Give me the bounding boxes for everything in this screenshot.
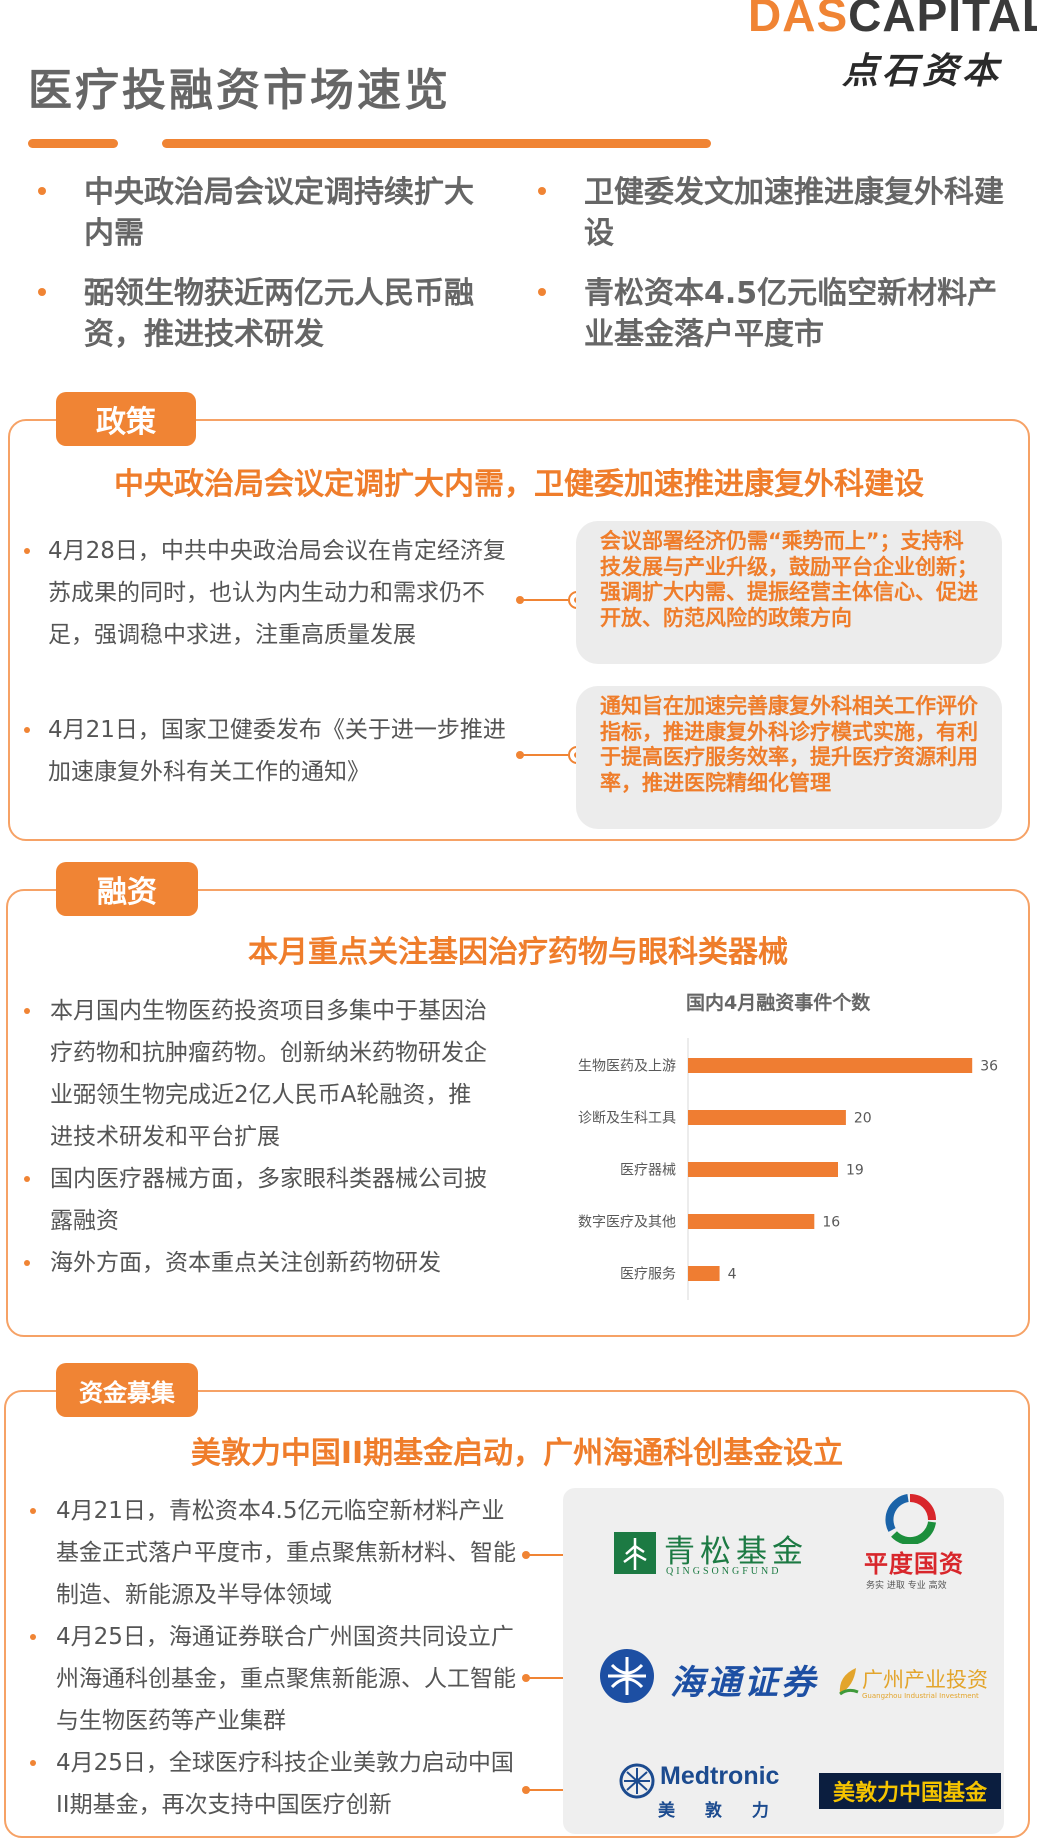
pingdu-guozi-logo: 平度国资 务实 进取 专业 高效 bbox=[860, 1494, 963, 1598]
data-label: 16 bbox=[822, 1215, 840, 1231]
category-label: 医疗器械 bbox=[620, 1163, 676, 1179]
financing-section-title: 本月重点关注基因治疗药物与眼科类器械 bbox=[248, 935, 788, 970]
bar bbox=[688, 1058, 973, 1073]
category-label: 医疗服务 bbox=[620, 1267, 676, 1283]
highlight-item: 弼领生物获近两亿元人民币融资，推进技术研发 bbox=[84, 276, 474, 352]
connector-line bbox=[520, 599, 568, 601]
list-bullet bbox=[30, 1634, 36, 1640]
fundraising-item: 4月21日，青松资本4.5亿元临空新材料产业基金正式落户平度市，重点聚焦新材料、… bbox=[56, 1498, 516, 1608]
highlight-item: 卫健委发文加速推进康复外科建设 bbox=[584, 175, 1004, 251]
connector-dot bbox=[516, 596, 524, 604]
fundraising-item: 4月25日，全球医疗科技企业美敦力启动中国II期基金，再次支持中国医疗创新 bbox=[56, 1750, 514, 1818]
qingsong-logo-en: QINGSONGFUND bbox=[666, 1566, 782, 1577]
highlight-bullet bbox=[538, 288, 546, 296]
connector-line bbox=[526, 1677, 578, 1679]
financing-item: 国内医疗器械方面，多家眼科类器械公司披露融资 bbox=[50, 1166, 487, 1234]
fundraising-tag: 资金募集 bbox=[56, 1363, 198, 1417]
highlight-bullet bbox=[538, 187, 546, 195]
policy-item-text: 4月21日，国家卫健委发布《关于进一步推进加速康复外科有关工作的通知》 bbox=[48, 717, 506, 785]
gz-logo-text: 广州产业投资 bbox=[862, 1668, 988, 1692]
medtronic-china-fund-logo: 美敦力中国基金 bbox=[819, 1773, 1001, 1809]
chart-title: 国内4月融资事件个数 bbox=[686, 992, 871, 1014]
policy-note-bubble: 通知旨在加速完善康复外科相关工作评价指标，推进康复外科诊疗模式实施，有利于提高医… bbox=[576, 686, 1002, 829]
highlight-item: 青松资本4.5亿元临空新材料产业基金落户平度市 bbox=[584, 276, 998, 352]
gz-logo-en: Guangzhou Industrial Investment bbox=[862, 1692, 979, 1700]
leaf-icon bbox=[839, 1668, 859, 1696]
brand-logo-en: DASCAPITAL bbox=[748, 0, 1037, 41]
pingdu-logo-text: 平度国资 bbox=[864, 1550, 964, 1578]
policy-note-bubble: 会议部署经济仍需“乘势而上”；支持科技发展与产业升级，鼓励平台企业创新；强调扩大… bbox=[576, 521, 1002, 664]
connector-line bbox=[520, 754, 568, 756]
financing-item: 海外方面，资本重点关注创新药物研发 bbox=[50, 1250, 441, 1276]
qingsong-logo-text: 青松基金 bbox=[664, 1534, 808, 1570]
page-title: 医疗投融资市场速览 bbox=[28, 65, 451, 116]
connector-line bbox=[526, 1554, 578, 1556]
list-bullet bbox=[30, 1508, 36, 1514]
medtronic-emblem-icon bbox=[619, 1763, 655, 1799]
pingdu-emblem-icon bbox=[885, 1494, 936, 1544]
list-bullet bbox=[30, 1760, 36, 1766]
list-bullet bbox=[24, 1260, 30, 1266]
medtronic-logo-cn: 美 敦 力 bbox=[658, 1801, 781, 1821]
highlight-bullet bbox=[38, 288, 46, 296]
connector-dot bbox=[522, 1551, 530, 1559]
financing-section: 本月重点关注基因治疗药物与眼科类器械 bbox=[6, 889, 1030, 1337]
pine-icon bbox=[614, 1532, 656, 1574]
policy-section-title: 中央政治局会议定调扩大内需，卫健委加速推进康复外科建设 bbox=[114, 467, 924, 502]
connector-dot bbox=[522, 1674, 530, 1682]
category-label: 诊断及生科工具 bbox=[578, 1111, 676, 1127]
list-bullet bbox=[24, 1008, 30, 1014]
bar bbox=[688, 1162, 838, 1177]
category-label: 生物医药及上游 bbox=[578, 1059, 676, 1075]
fundraising-section-title: 美敦力中国II期基金启动，广州海通科创基金设立 bbox=[190, 1436, 844, 1471]
list-bullet bbox=[24, 727, 30, 733]
policy-item-text: 4月28日，中共中央政治局会议在肯定经济复苏成果的同时，也认为内生动力和需求仍不… bbox=[48, 538, 506, 648]
policy-tag: 政策 bbox=[56, 392, 196, 446]
bar bbox=[688, 1110, 846, 1125]
title-underline-long bbox=[162, 139, 711, 148]
financing-bar-chart: 生物医药及上游 36 诊断及生科工具 20 医疗器械 19 数字医疗及其他 16 医疗服务 4 bbox=[578, 1038, 998, 1300]
guangzhou-industrial-investment-logo: 广州产业投资 Guangzhou Industrial Investment bbox=[836, 1660, 996, 1704]
financing-tag: 融资 bbox=[56, 862, 198, 916]
highlight-item: 中央政治局会议定调持续扩大内需 bbox=[84, 175, 474, 251]
data-label: 4 bbox=[728, 1267, 737, 1283]
category-label: 数字医疗及其他 bbox=[578, 1215, 676, 1231]
list-bullet bbox=[24, 1176, 30, 1182]
highlight-bullet bbox=[38, 187, 46, 195]
data-label: 20 bbox=[854, 1111, 872, 1127]
data-label: 19 bbox=[846, 1163, 864, 1179]
haitong-logo-text: 海通证券 bbox=[670, 1663, 818, 1703]
connector-dot bbox=[516, 751, 524, 759]
bar bbox=[688, 1214, 815, 1229]
connector-dot bbox=[522, 1786, 530, 1794]
connector-line bbox=[526, 1789, 578, 1791]
data-label: 36 bbox=[980, 1059, 998, 1075]
medtronic-fund-text: 美敦力中国基金 bbox=[832, 1781, 987, 1806]
fundraising-item: 4月25日，海通证券联合广州国资共同设立广州海通科创基金，重点聚焦新能源、人工智… bbox=[56, 1624, 516, 1734]
title-underline-short bbox=[28, 139, 118, 148]
haitong-emblem-icon bbox=[600, 1649, 654, 1703]
bar bbox=[688, 1266, 720, 1281]
pingdu-logo-sub: 务实 进取 专业 高效 bbox=[866, 1581, 947, 1591]
medtronic-logo-en: Medtronic bbox=[660, 1762, 780, 1790]
financing-item: 本月国内生物医药投资项目多集中于基因治疗药物和抗肿瘤药物。创新纳米药物研发企业弼… bbox=[50, 998, 487, 1150]
list-bullet bbox=[24, 548, 30, 554]
brand-logo-cn: 点石资本 bbox=[842, 51, 1003, 92]
